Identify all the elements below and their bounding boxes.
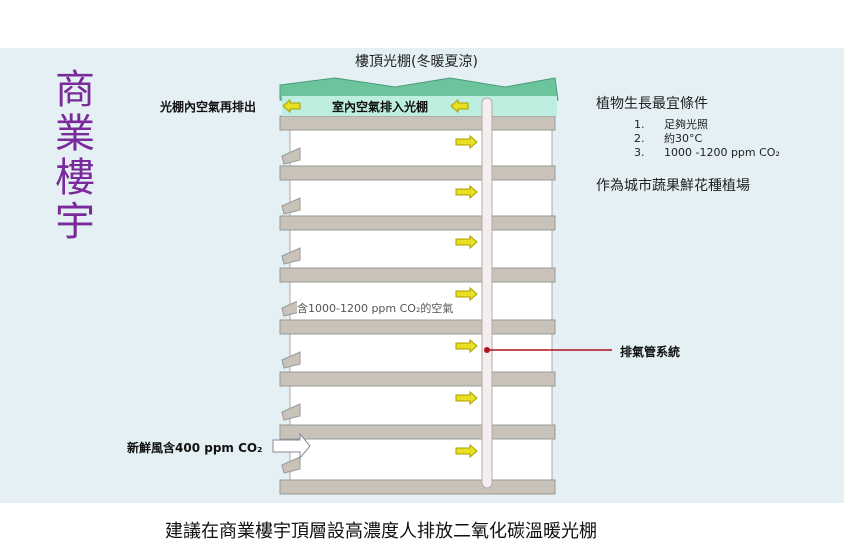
- conditions-list: 1.足夠光照 2.約30°C 3.1000 -1200 ppm CO₂: [634, 118, 780, 160]
- fresh-air-arrow: [272, 432, 311, 460]
- floor-slab: [279, 319, 556, 335]
- fresh-air-label: 新鮮風含400 ppm CO₂: [127, 441, 263, 455]
- indoor-in-label: 室內空氣排入光棚: [332, 100, 429, 114]
- airflow-arrow: [455, 338, 478, 354]
- exhaust-out-label: 光棚內空氣再排出: [160, 100, 257, 114]
- floor-slab: [279, 267, 556, 283]
- exhaust-pipe: [481, 97, 493, 489]
- airflow-arrow: [455, 286, 478, 302]
- window-vent: [281, 197, 301, 215]
- window-vent: [281, 456, 301, 474]
- airflow-arrow: [455, 184, 478, 200]
- condition-item: 1.足夠光照: [634, 118, 708, 131]
- co2-air-label: 含1000-1200 ppm CO₂的空氣: [297, 300, 454, 316]
- window-vent: [281, 247, 301, 265]
- floor-slab: [279, 424, 556, 440]
- condition-item: 3.1000 -1200 ppm CO₂: [634, 146, 780, 159]
- window-vent: [281, 351, 301, 369]
- airflow-arrow: [455, 134, 478, 150]
- airflow-arrow: [455, 390, 478, 406]
- roof-airflow-arrow: [282, 98, 301, 114]
- title-vertical: 商業樓宇: [55, 67, 95, 245]
- caption: 建議在商業樓宇頂層設高濃度人排放二氧化碳溫暖光棚: [165, 521, 597, 542]
- conditions-footer: 作為城市蔬果鮮花種植場: [596, 178, 750, 194]
- floor-slab: [279, 371, 556, 387]
- floor-slab: [279, 479, 556, 495]
- window-vent: [281, 147, 301, 165]
- roof-label: 樓頂光棚(冬暖夏涼): [355, 54, 478, 70]
- airflow-arrow: [455, 443, 478, 459]
- floor-slab: [279, 115, 556, 131]
- exhaust-system-label: 排氣管系統: [620, 345, 681, 359]
- condition-item: 2.約30°C: [634, 132, 703, 145]
- floor-slab: [279, 165, 556, 181]
- conditions-heading: 植物生長最宜條件: [596, 96, 708, 112]
- window-vent: [281, 403, 301, 421]
- roof-airflow-arrow: [450, 98, 469, 114]
- floor-slab: [279, 215, 556, 231]
- airflow-arrow: [455, 234, 478, 250]
